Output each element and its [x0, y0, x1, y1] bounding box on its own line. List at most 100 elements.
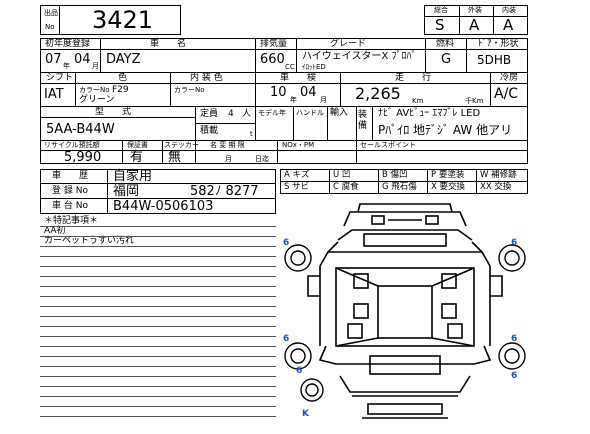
label-model-year: モデル年	[258, 109, 286, 117]
label-capacity: 定員	[200, 109, 219, 119]
legend-b: B 傷凹	[382, 170, 408, 180]
history: 自家用	[113, 169, 153, 184]
lot-number: 3421	[92, 6, 154, 34]
km-unit: Km	[412, 97, 424, 105]
label-grade: グレード	[330, 39, 367, 49]
load-unit: t	[250, 130, 253, 138]
tire-mark-rear-far-right: 6	[511, 371, 518, 381]
sticker: 無	[168, 150, 182, 165]
legend-c: C 腐食	[333, 182, 359, 192]
displacement: 660	[260, 52, 285, 67]
label-sales-point: セールスポイント	[360, 141, 416, 149]
notes-line-1: AA初	[44, 226, 66, 236]
label-import: 輸入	[330, 108, 349, 118]
grade-label-total: 総合	[434, 6, 448, 14]
tire-mark-spare-k: K	[302, 409, 309, 419]
legend-p: P 要塗装	[431, 170, 465, 180]
legend-w: W 補修跡	[480, 170, 517, 180]
car-name: DAYZ	[106, 52, 141, 67]
grade-exterior: A	[469, 16, 480, 34]
legend-xx: XX 交換	[480, 182, 512, 192]
capacity-unit: 人	[242, 109, 252, 119]
shift: IAT	[44, 87, 64, 102]
lot-number-box	[59, 5, 181, 35]
tire-mark-front-right: 6	[511, 238, 518, 248]
reg-city: 福岡	[113, 184, 140, 199]
grade-interior: A	[503, 16, 514, 34]
notes-title: ＊特記事項＊	[44, 216, 99, 226]
inspection-month: 04	[300, 85, 317, 100]
inspection-year-unit: 年	[290, 96, 297, 104]
color-no: F29	[112, 85, 129, 95]
label-reg-no: 登 録 No	[52, 186, 88, 196]
label-interior-color: 内 装 色	[190, 73, 223, 83]
grade-label-interior: 内装	[502, 6, 516, 14]
tire-mark-spare-top: 6	[296, 366, 303, 376]
tire-mark-front-left: 6	[283, 238, 290, 248]
legend-u: U 凹	[333, 170, 351, 180]
cc-unit: CC	[285, 63, 295, 71]
tire-mark-rear-right: 6	[511, 334, 518, 344]
label-displacement: 排気量	[260, 39, 288, 49]
warranty: 有	[130, 150, 144, 165]
recycle-amount: 5,990	[64, 150, 102, 165]
grade-total: S	[435, 16, 445, 34]
grade-box	[424, 5, 528, 35]
name-change-day-unit: 日迄	[255, 155, 269, 163]
label-recycle: リサイクル預託額	[44, 141, 100, 149]
label-fuel: 燃料	[436, 39, 455, 49]
reg-number: 582ﾉ 8277	[190, 184, 259, 199]
lot-label-top: 出品	[44, 9, 58, 17]
equipment-line-2: Pﾊﾟｲﾛ 地ﾃﾞｼﾞ AW 他アリ	[378, 123, 513, 137]
chassis-number: B44W-0506103	[113, 199, 214, 214]
label-ac: 冷房	[500, 73, 519, 83]
first-reg-month: 04	[74, 52, 91, 67]
capacity: 4	[228, 109, 234, 119]
equipment-line-1: ﾅﾋﾞ AVﾋﾞｭｰ ｴﾏﾌﾞﾚ LED	[378, 108, 481, 119]
first-reg-month-unit: 月	[92, 62, 99, 70]
label-load: 積載	[200, 126, 219, 136]
notes-line-2: カーペットうすい汚れ	[44, 236, 135, 246]
fuel: G	[441, 52, 452, 67]
wheels	[284, 244, 526, 402]
label-model: 型 式	[95, 107, 132, 117]
first-reg-year: 07	[45, 52, 62, 67]
label-door-shape: ﾄﾞｱ・形状	[478, 39, 519, 49]
label-first-registration: 初年度登録	[45, 39, 91, 49]
door-shape: 5DHB	[477, 53, 512, 67]
ac: A/C	[494, 86, 519, 102]
name-change-month-unit: 月	[225, 155, 232, 163]
car-diagram	[284, 203, 526, 419]
label-nox: NOx・PM	[282, 141, 315, 149]
label-chassis-no: 車 台 No	[52, 201, 88, 211]
label-inspection: 車 検	[280, 73, 317, 83]
label-sticker: ステッカー	[164, 141, 199, 149]
grade-label-exterior: 外装	[468, 6, 482, 14]
first-reg-year-unit: 年	[63, 62, 70, 70]
model: 5AA-B44W	[46, 122, 115, 137]
lot-label-bottom: No	[45, 23, 55, 31]
label-color: 色	[118, 73, 128, 83]
thousand-km-unit: 千Km	[465, 97, 484, 105]
label-car-name: 車 名	[150, 39, 187, 49]
history-table	[40, 169, 276, 214]
label-name-change: 名 変 期 限	[210, 141, 245, 149]
interior-color-no-label: カラーNo	[174, 86, 205, 94]
grade-line-1: ハイウェイスターX ﾌﾟﾛﾊﾟ	[302, 51, 417, 62]
label-equipment: 装備	[358, 110, 368, 131]
inspection-year: 10	[270, 85, 287, 100]
grade-line-2: ｲﾛｯﾄED	[302, 63, 326, 71]
label-history: 車 歴	[52, 171, 89, 181]
label-shift: シフト	[46, 73, 74, 83]
color-no-label: カラーNo	[79, 86, 110, 94]
label-mileage: 走 行	[395, 73, 432, 83]
mileage: 2,265	[355, 84, 401, 103]
info-table	[40, 38, 528, 164]
color-name: グリーン	[79, 95, 115, 105]
legend-x: X 要交換	[431, 182, 466, 192]
tire-mark-rear-left: 6	[283, 334, 290, 344]
legend-s: S サビ	[284, 182, 310, 192]
legend-g: G 飛石傷	[382, 182, 417, 192]
label-warranty: 保証書	[127, 141, 148, 149]
label-handle: ハンドル	[296, 109, 324, 117]
